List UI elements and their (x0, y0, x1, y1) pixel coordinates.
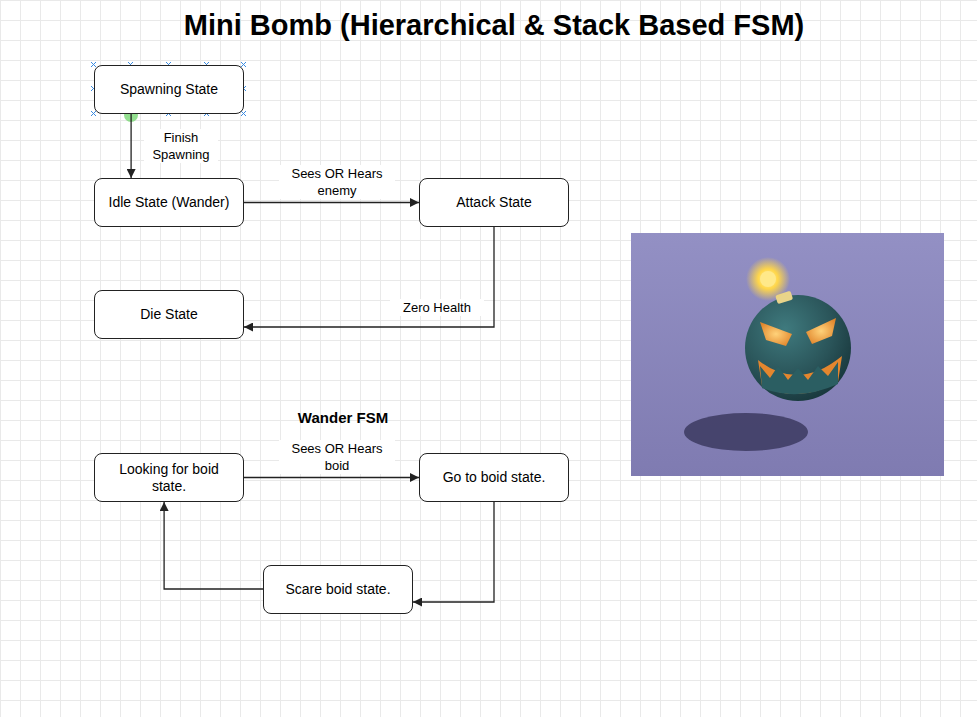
state-name: Looking for boid state. (103, 461, 235, 495)
transition-arrow (164, 502, 263, 589)
state-name: Die State (140, 306, 198, 323)
state-name: Spawning State (120, 81, 218, 98)
mini-bomb-picture (631, 233, 944, 476)
state-box: Looking for boid state. (94, 453, 244, 502)
transition-arrow (130, 114, 131, 178)
state-box: Go to boid state. (419, 453, 569, 502)
transition-arrow (244, 202, 419, 203)
state-name: Scare boid state. (285, 581, 390, 598)
transition-arrow (244, 477, 419, 478)
transition-label: Sees OR Hears boid (279, 440, 395, 474)
state-box: Attack State (419, 178, 569, 227)
transition-arrow (413, 502, 494, 602)
state-name: Go to boid state. (443, 469, 546, 486)
state-box: Scare boid state. (263, 565, 413, 614)
diagram-title: Mini Bomb (Hierarchical & Stack Based FS… (184, 9, 804, 42)
transition-arrow (244, 227, 494, 327)
state-box: Die State (94, 290, 244, 339)
state-box: Spawning State (94, 65, 244, 114)
state-name: Idle State (Wander) (109, 194, 230, 211)
transition-label: Zero Health (390, 299, 484, 316)
state-name: Attack State (456, 194, 531, 211)
state-box: Idle State (Wander) (94, 178, 244, 227)
transition-label: Finish Spawning (144, 129, 218, 163)
group-label: Wander FSM (298, 409, 388, 426)
transition-label: Sees OR Hears enemy (279, 165, 395, 199)
selection-handles (91, 62, 246, 116)
